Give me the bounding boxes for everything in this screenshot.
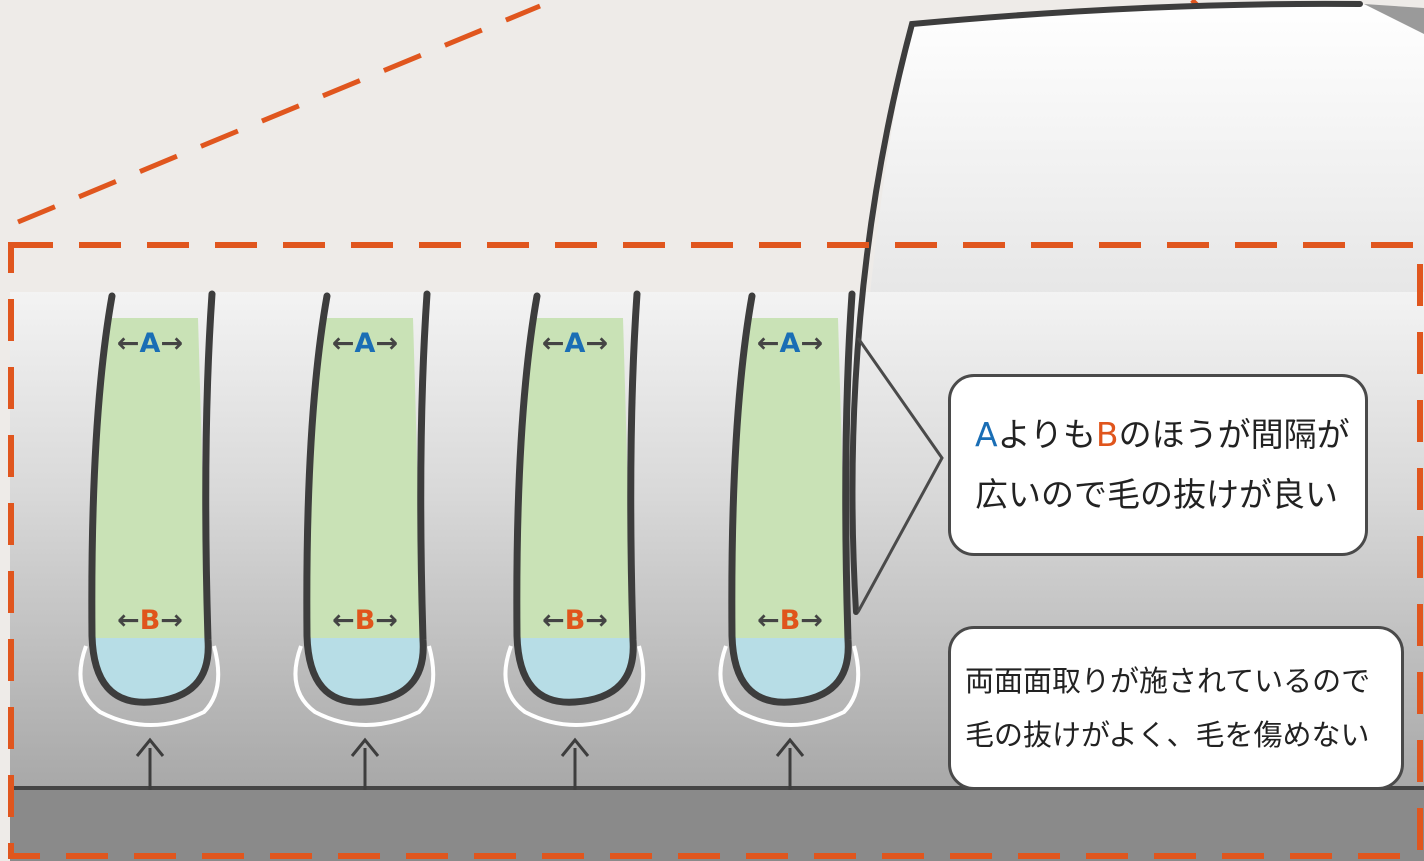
comb-tooth: ←A→←B→ [718, 290, 861, 790]
label-a-right-arrow: → [800, 328, 823, 359]
callout-text-1: よりも [997, 415, 1096, 454]
label-a-letter: A [355, 328, 376, 359]
label-b-right-arrow: → [585, 605, 608, 636]
label-b-letter: B [140, 605, 161, 636]
callout-letter-b: B [1095, 415, 1119, 454]
spacing-callout: AよりもBのほうが間隔が 広いので毛の抜けが良い [948, 374, 1368, 556]
comb-handle-top-edge [1364, 4, 1424, 34]
label-b-letter: B [355, 605, 376, 636]
label-b-letter: B [565, 605, 586, 636]
push-arrow-head [135, 737, 165, 757]
tooth-fill-lower [307, 638, 422, 703]
tooth-outline [728, 290, 856, 706]
tooth-fill-upper [92, 318, 206, 638]
comb-tooth: ←A→←B→ [503, 290, 646, 790]
chamfer-line-1: 両面面取りが施されているので [965, 664, 1371, 698]
callout-line-1: AよりもBのほうが間隔が [975, 405, 1365, 465]
chamfer-line-2: 毛の抜けがよく、毛を傷めない [965, 718, 1370, 752]
tooth-fill-lower [732, 638, 847, 703]
label-a-left-arrow: ← [117, 328, 140, 359]
chamfer-highlight [293, 645, 436, 727]
tooth-fill-upper [517, 318, 631, 638]
tooth-fill-lower [92, 638, 207, 703]
tooth-outline [303, 290, 431, 706]
label-b: ←B→ [117, 605, 183, 636]
tooth-fill-lower [517, 638, 632, 703]
label-b-letter: B [780, 605, 801, 636]
label-a-right-arrow: → [375, 328, 398, 359]
teeth-group: ←A→←B→←A→←B→←A→←B→←A→←B→ [78, 290, 861, 790]
label-a-left-arrow: ← [332, 328, 355, 359]
label-a-letter: A [780, 328, 801, 359]
comb-tooth: ←A→←B→ [78, 290, 221, 790]
push-arrow-head [560, 737, 590, 757]
label-b-right-arrow: → [160, 605, 183, 636]
comb-handle-outline [849, 0, 1363, 615]
chamfer-highlight [78, 645, 221, 727]
chamfer-highlight [718, 645, 861, 727]
tooth-outline [88, 290, 216, 706]
label-b-left-arrow: ← [117, 605, 140, 636]
callout-letter-a: A [975, 415, 998, 454]
label-b-left-arrow: ← [332, 605, 355, 636]
label-a-letter: A [140, 328, 161, 359]
label-a-left-arrow: ← [542, 328, 565, 359]
label-a-left-arrow: ← [757, 328, 780, 359]
chamfer-highlight [503, 645, 646, 727]
label-b: ←B→ [332, 605, 398, 636]
label-a: ←A→ [117, 328, 183, 359]
zoom-line-left [17, 3, 541, 225]
callout-line-2: 広いので毛の抜けが良い [975, 475, 1338, 514]
label-b-left-arrow: ← [757, 605, 780, 636]
tooth-fill-upper [307, 318, 421, 638]
zoom-frame [8, 242, 1423, 859]
callout-pointer [856, 337, 944, 613]
label-b: ←B→ [542, 605, 608, 636]
label-b-right-arrow: → [375, 605, 398, 636]
label-b: ←B→ [757, 605, 823, 636]
comb-base [10, 788, 1424, 861]
label-a-right-arrow: → [160, 328, 183, 359]
push-arrow-head [350, 737, 380, 757]
label-a-right-arrow: → [585, 328, 608, 359]
tooth-fill-upper [732, 318, 846, 638]
label-a: ←A→ [542, 328, 608, 359]
label-a: ←A→ [757, 328, 823, 359]
label-a: ←A→ [332, 328, 398, 359]
comb-tooth: ←A→←B→ [293, 290, 436, 790]
callout-text-2: のほうが間隔が [1118, 415, 1350, 454]
label-b-left-arrow: ← [542, 605, 565, 636]
label-b-right-arrow: → [800, 605, 823, 636]
chamfer-callout: 両面面取りが施されているので 毛の抜けがよく、毛を傷めない [948, 626, 1404, 790]
label-a-letter: A [565, 328, 586, 359]
tooth-outline [513, 290, 641, 706]
push-arrow-head [775, 737, 805, 757]
